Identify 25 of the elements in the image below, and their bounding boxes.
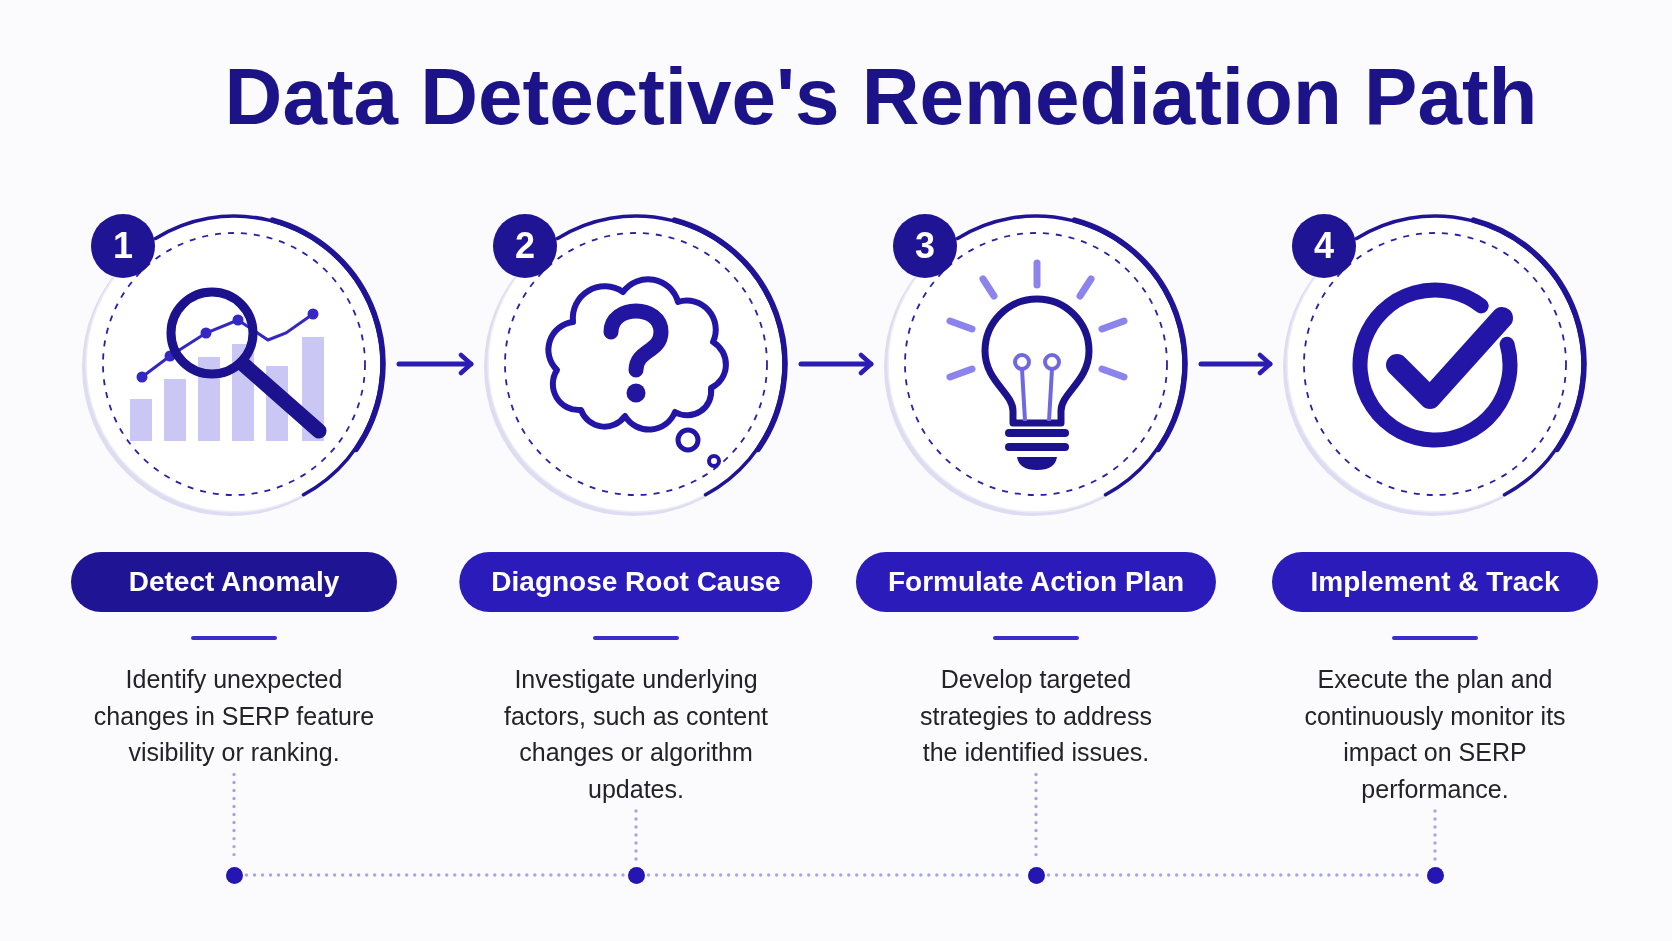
timeline-dot [627, 866, 645, 884]
dotted-line [244, 873, 626, 877]
timeline-dot [225, 866, 243, 884]
step-title-pill: Detect Anomaly [71, 552, 397, 612]
timeline-dot [1426, 866, 1444, 884]
arrow [1198, 352, 1273, 376]
step-number-badge: 2 [493, 214, 557, 278]
step-description: Develop targeted strategies to address the identified issues. [910, 661, 1162, 771]
arrow [396, 352, 474, 376]
step-circle [1282, 211, 1588, 517]
step-number-badge: 1 [91, 214, 155, 278]
step-description: Identify unexpected changes in SERP feature visibility or ranking. [84, 661, 384, 771]
step-circle [81, 211, 387, 517]
step-description: Execute the plan and continuously monitor its impact on SERP performance. [1294, 661, 1576, 807]
step-number-badge: 3 [893, 214, 957, 278]
step-title-pill: Formulate Action Plan [855, 552, 1217, 612]
step-number-badge: 4 [1292, 214, 1356, 278]
step-title-pill: Implement & Track [1272, 552, 1598, 612]
timeline-dot [1027, 866, 1045, 884]
step-title-pill: Diagnose Root Cause [459, 552, 813, 612]
step-description: Investigate underlying factors, such as content changes or algorithm updates. [496, 661, 776, 807]
step-circle [883, 211, 1189, 517]
diagram-title: Data Detective's Remediation Path [224, 57, 1538, 137]
step-circle [483, 211, 789, 517]
arrow [798, 352, 874, 376]
